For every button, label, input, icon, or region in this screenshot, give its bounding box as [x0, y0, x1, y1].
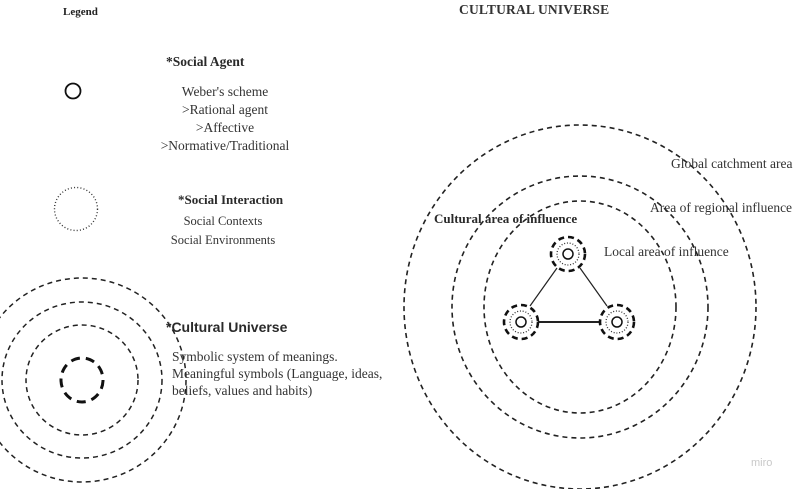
social-agent-line: >Normative/Traditional	[160, 138, 290, 153]
cu-symbol-core	[59, 356, 105, 404]
miro-watermark: miro	[751, 457, 773, 469]
social-agent-line: >Rational agent	[182, 102, 268, 117]
link-top-left	[529, 267, 558, 307]
node-top-outer	[549, 235, 587, 273]
node-right-outer	[598, 303, 636, 341]
node-top-dotted	[556, 242, 580, 266]
social-agent-heading: *Social Agent	[166, 54, 245, 69]
cultural-universe-symbol	[0, 277, 187, 483]
social-interaction-description: Social Contexts Social Environments	[160, 212, 286, 250]
ring-local	[483, 200, 677, 414]
ring-label-local: Local area of influence	[604, 244, 729, 259]
node-left-outer	[502, 303, 540, 341]
diagram-title: CULTURAL UNIVERSE	[459, 2, 610, 17]
social-interaction-line: Social Contexts	[183, 214, 263, 228]
agent-node-top	[549, 235, 587, 273]
social-interaction-heading: *Social Interaction	[178, 192, 284, 207]
ring-label-global: Global catchment area	[671, 156, 793, 171]
ring-global	[403, 124, 757, 489]
node-left-dotted	[509, 310, 533, 334]
cultural-universe-line: Meaningful symbols (Language, ideas,	[172, 366, 383, 381]
node-right-agent	[611, 316, 623, 328]
link-top-right	[579, 267, 608, 307]
cultural-universe-rings	[403, 124, 757, 489]
cu-symbol-ring-outer	[0, 277, 187, 483]
agent-node-left	[502, 303, 540, 341]
cultural-universe-line: beliefs, values and habits)	[172, 383, 313, 398]
social-interaction-symbol	[53, 186, 99, 232]
cu-symbol-ring-inner	[25, 324, 139, 436]
core-area-label: Cultural area of influence	[434, 211, 578, 226]
cu-symbol-ring-middle	[1, 301, 163, 459]
social-agent-line: Weber's scheme	[181, 84, 269, 99]
social-agent-symbol	[64, 82, 82, 100]
social-agent-line: >Affective	[195, 120, 255, 135]
social-interaction-line: Social Environments	[170, 233, 276, 247]
node-left-agent	[515, 316, 527, 328]
agent-node-right	[598, 303, 636, 341]
ring-label-regional: Area of regional influence	[650, 200, 793, 215]
social-agent-description: Weber's scheme >Rational agent >Affectiv…	[150, 83, 300, 155]
cultural-universe-heading: *Cultural Universe	[166, 319, 288, 335]
legend-title: Legend	[63, 6, 98, 18]
interaction-triangle	[529, 267, 608, 323]
node-top-agent	[562, 248, 574, 260]
cultural-universe-line: Symbolic system of meanings.	[172, 349, 338, 364]
cultural-universe-description: Symbolic system of meanings. Meaningful …	[172, 348, 382, 399]
ring-regional	[451, 175, 709, 439]
node-right-dotted	[605, 310, 629, 334]
